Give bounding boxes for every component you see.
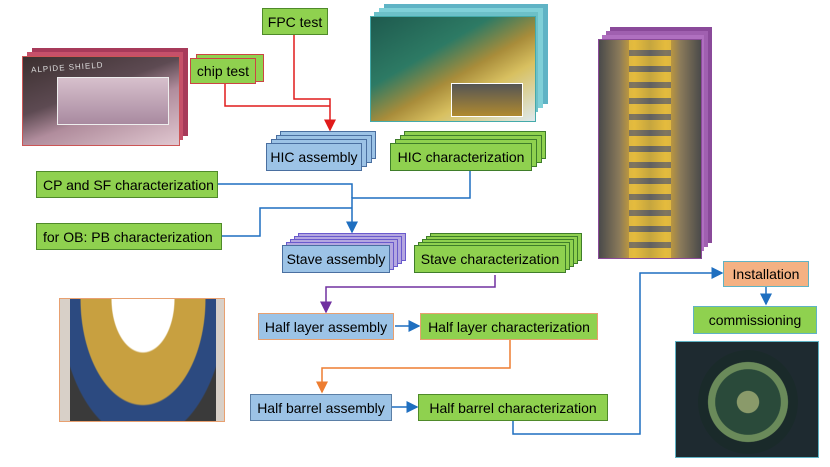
- hic-assembly-label: HIC assembly: [270, 149, 358, 165]
- fpc-photo-stack: [370, 4, 550, 122]
- chip-label: ALPIDE SHIELD: [30, 60, 104, 75]
- hic-characterization-label: HIC characterization: [397, 149, 525, 165]
- arrow-stave-to-halflayer: [320, 275, 496, 314]
- installation-box: Installation: [723, 261, 809, 287]
- half-barrel-assembly-box: Half barrel assembly: [250, 394, 392, 421]
- hic-assembly-stack: HIC assembly: [266, 131, 378, 173]
- stave-characterization-stack: Stave characterization: [414, 233, 584, 275]
- stave-photo: [598, 39, 702, 259]
- half-layer-assembly-label: Half layer assembly: [264, 318, 388, 335]
- half-layer-photo: [59, 298, 225, 422]
- stave-assembly-box: Stave assembly: [282, 245, 390, 273]
- fpc-photo: [370, 16, 536, 122]
- commissioning-box: commissioning: [693, 306, 817, 334]
- chip-photo: ALPIDE SHIELD: [22, 56, 180, 146]
- chip-test-label: chip test: [196, 63, 250, 79]
- cp-sf-characterization-box: CP and SF characterization: [36, 171, 218, 198]
- half-barrel-characterization-label: Half barrel characterization: [429, 399, 597, 416]
- stave-characterization-label: Stave characterization: [420, 251, 560, 267]
- half-layer-characterization-label: Half layer characterization: [428, 318, 590, 335]
- arrow-halflayer-to-halfbarrel: [316, 338, 511, 394]
- arrow-chip-to-hic: [224, 80, 330, 107]
- arrow-fpc-to-hic: [293, 34, 336, 132]
- fpc-test-box: FPC test: [262, 8, 328, 35]
- chip-photo-stack: ALPIDE SHIELD: [22, 48, 190, 146]
- hic-characterization-box: HIC characterization: [390, 143, 532, 171]
- hic-assembly-box: HIC assembly: [266, 143, 362, 171]
- commissioning-label: commissioning: [708, 312, 802, 328]
- half-layer-assembly-box: Half layer assembly: [258, 313, 394, 340]
- ob-pb-characterization-box: for OB: PB characterization: [36, 223, 222, 250]
- stave-assembly-label: Stave assembly: [286, 251, 386, 267]
- half-layer-characterization-box: Half layer characterization: [420, 313, 598, 340]
- fpc-test-label: FPC test: [267, 13, 323, 30]
- arrow-halfbarrel-to-installation: [512, 267, 724, 435]
- chip-test-box: chip test: [190, 54, 264, 84]
- half-barrel-characterization-box: Half barrel characterization: [418, 394, 608, 421]
- stave-characterization-box: Stave characterization: [414, 245, 566, 273]
- arrow-hic-to-stave: [346, 168, 471, 234]
- hic-characterization-stack: HIC characterization: [390, 131, 548, 173]
- cp-sf-characterization-label: CP and SF characterization: [43, 176, 214, 193]
- ob-pb-characterization-label: for OB: PB characterization: [43, 228, 213, 245]
- half-barrel-assembly-label: Half barrel assembly: [257, 399, 385, 416]
- installation-photo: [675, 341, 819, 458]
- arrow-cpsf-to-stave: [218, 183, 353, 198]
- stave-photo-stack: [598, 27, 714, 259]
- stave-assembly-stack: Stave assembly: [282, 233, 408, 275]
- arrow-pb-to-stave: [222, 207, 352, 237]
- installation-label: Installation: [732, 266, 800, 282]
